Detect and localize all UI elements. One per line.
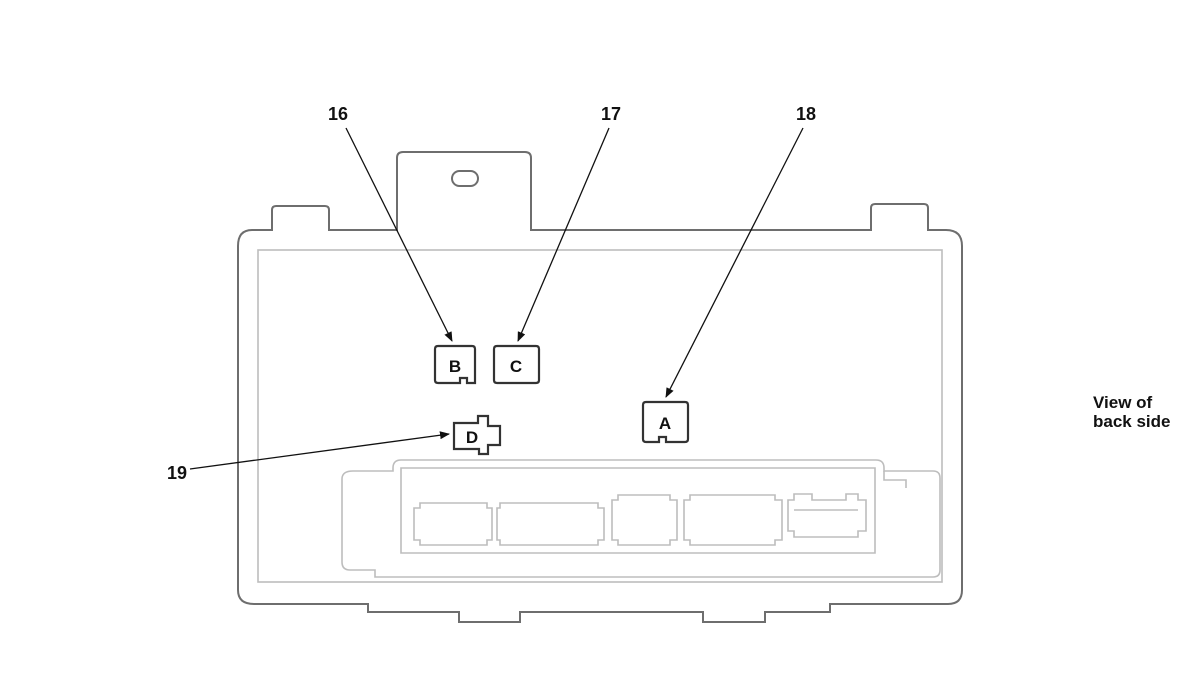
connector-c bbox=[492, 344, 541, 385]
view-label-line-1: View of bbox=[1093, 393, 1153, 412]
mounting-slot bbox=[451, 170, 479, 187]
connector-block-notch bbox=[883, 471, 907, 488]
leader-16 bbox=[345, 127, 453, 342]
connector-a-letter: A bbox=[659, 414, 671, 433]
leader-19 bbox=[189, 431, 450, 470]
callout-16: 16 bbox=[328, 104, 348, 124]
connector-c-letter: C bbox=[510, 357, 522, 376]
callout-17: 17 bbox=[601, 104, 621, 124]
view-label-line-2: back side bbox=[1093, 412, 1171, 431]
connector-b bbox=[433, 344, 477, 385]
connector-d-letter: D bbox=[466, 428, 478, 447]
callout-19: 19 bbox=[167, 463, 187, 483]
connector-block-outline bbox=[341, 459, 941, 578]
inner-panel-outline bbox=[257, 249, 943, 583]
housing-outline bbox=[237, 151, 963, 623]
socket-4 bbox=[683, 494, 783, 546]
socket-2 bbox=[496, 502, 605, 546]
leader-17 bbox=[517, 127, 610, 342]
view-label: View of back side bbox=[1093, 393, 1171, 431]
socket-1 bbox=[413, 502, 493, 546]
connector-block-inner bbox=[400, 467, 876, 554]
leader-18 bbox=[665, 127, 804, 398]
socket-3 bbox=[611, 494, 678, 546]
connector-a bbox=[641, 400, 690, 444]
socket-5 bbox=[787, 493, 867, 538]
callout-18: 18 bbox=[796, 104, 816, 124]
connector-d bbox=[452, 414, 502, 456]
connector-b-letter: B bbox=[449, 357, 461, 376]
